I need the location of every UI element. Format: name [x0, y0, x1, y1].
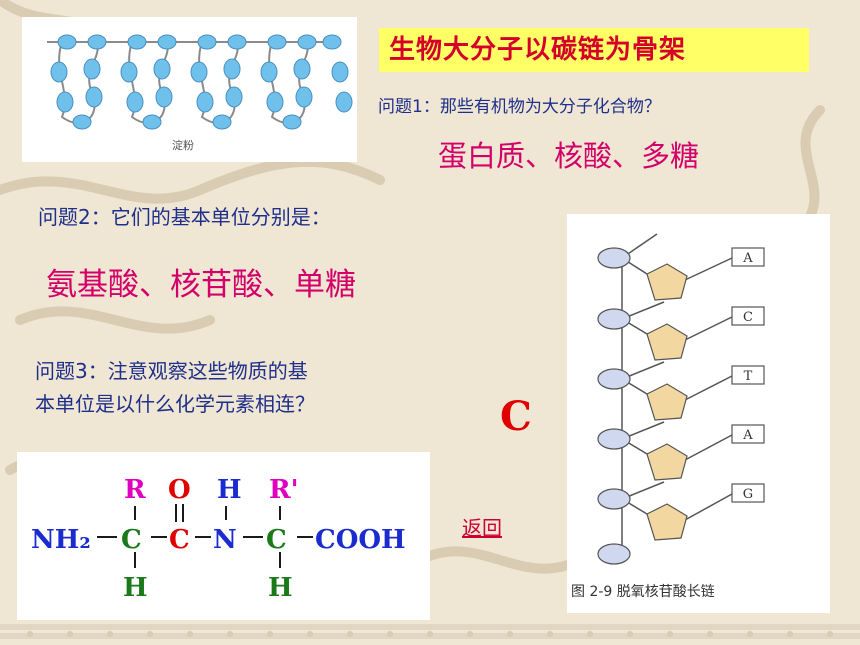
formula-r: R [124, 475, 146, 505]
back-link[interactable]: 返回 [462, 516, 502, 540]
formula-h-bottom-2: H [268, 573, 293, 603]
question-3-line-1: 问题3：注意观察这些物质的基 [35, 359, 308, 383]
starch-chain-drawing: 淀粉 [47, 34, 353, 152]
formula-h-top: H [217, 475, 242, 505]
question-3-line-2: 本单位是以什么化学元素相连？ [35, 392, 315, 416]
starch-caption: 淀粉 [172, 138, 194, 152]
question-3: 问题3：注意观察这些物质的基 本单位是以什么化学元素相连？ [35, 355, 505, 421]
dna-base-1: A [742, 251, 753, 266]
formula-nh2: NH₂ [31, 525, 91, 555]
dna-chain-drawing: A C T A G 图 2-9 脱氧核苷酸长链 [571, 233, 765, 600]
formula-cooh: COOH [315, 525, 406, 555]
formula-h-bottom-1: H [123, 573, 148, 603]
question-2: 问题2：它们的基本单位分别是： [38, 205, 331, 229]
answer-3: C [500, 393, 532, 440]
question-1: 问题1：那些有机物为大分子化合物？ [378, 97, 661, 117]
dna-base-2: C [743, 310, 753, 325]
dna-caption: 图 2-9 脱氧核苷酸长链 [571, 584, 715, 600]
answer-1: 蛋白质、核酸、多糖 [438, 139, 700, 173]
dna-base-5: G [743, 487, 753, 502]
page-title: 生物大分子以碳链为骨架 [379, 28, 809, 72]
dna-base-3: T [744, 369, 753, 384]
peptide-formula: R O H R' NH₂ C C N C COOH H H [31, 475, 406, 603]
formula-c3: C [266, 525, 287, 555]
formula-c1: C [121, 525, 142, 555]
dna-chain-figure: A C T A G 图 2-9 脱氧核苷酸长链 [567, 214, 830, 613]
peptide-formula-figure: R O H R' NH₂ C C N C COOH H H [17, 452, 430, 620]
dna-base-4: A [742, 428, 753, 443]
starch-figure: 淀粉 [22, 17, 357, 162]
formula-r-prime: R' [269, 475, 299, 505]
formula-o: O [168, 475, 191, 505]
formula-n: N [213, 525, 237, 555]
formula-c2: C [169, 525, 190, 555]
answer-2: 氨基酸、核苷酸、单糖 [46, 267, 356, 303]
